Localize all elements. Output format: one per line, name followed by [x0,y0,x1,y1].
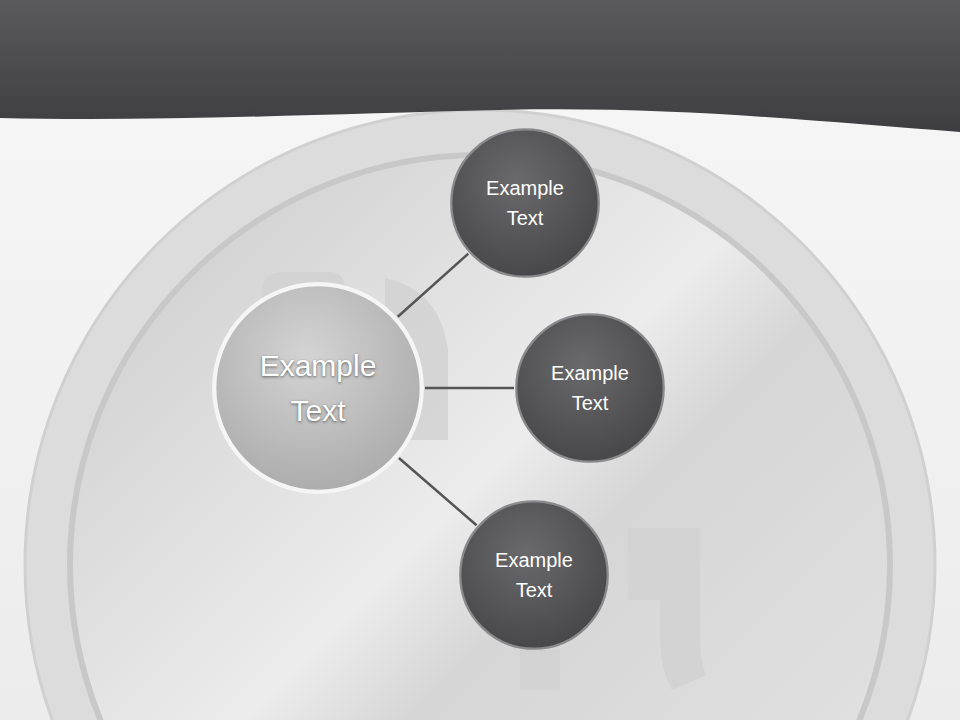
satellite-circle [449,127,601,279]
node-text-group: Example Text [541,358,640,418]
connector-line [425,387,514,390]
satellite-circle [458,499,610,651]
connector-line [398,254,469,317]
node-label: Example Text [485,545,584,605]
satellite-circle [514,312,666,464]
circle-node: Example Text [449,127,601,279]
node-text-group: Example Text [249,343,388,433]
node-text-group: Example Text [476,173,575,233]
circle-node: Example Text [458,499,610,651]
circle-node: Example Text [211,281,425,495]
node-label: Example Text [249,343,388,433]
node-label: Example Text [541,358,640,418]
title-rest: – Your Title Text Here [377,52,689,88]
connector-line [399,458,477,525]
node-text-group: Example Text [485,545,584,605]
node-label: Example Text [476,173,575,233]
slide-title: Circles – Your Title Text Here [0,52,960,89]
circle-node: Example Text [514,312,666,464]
hub-circle [211,281,425,495]
title-emphasis: Circles [270,52,377,88]
